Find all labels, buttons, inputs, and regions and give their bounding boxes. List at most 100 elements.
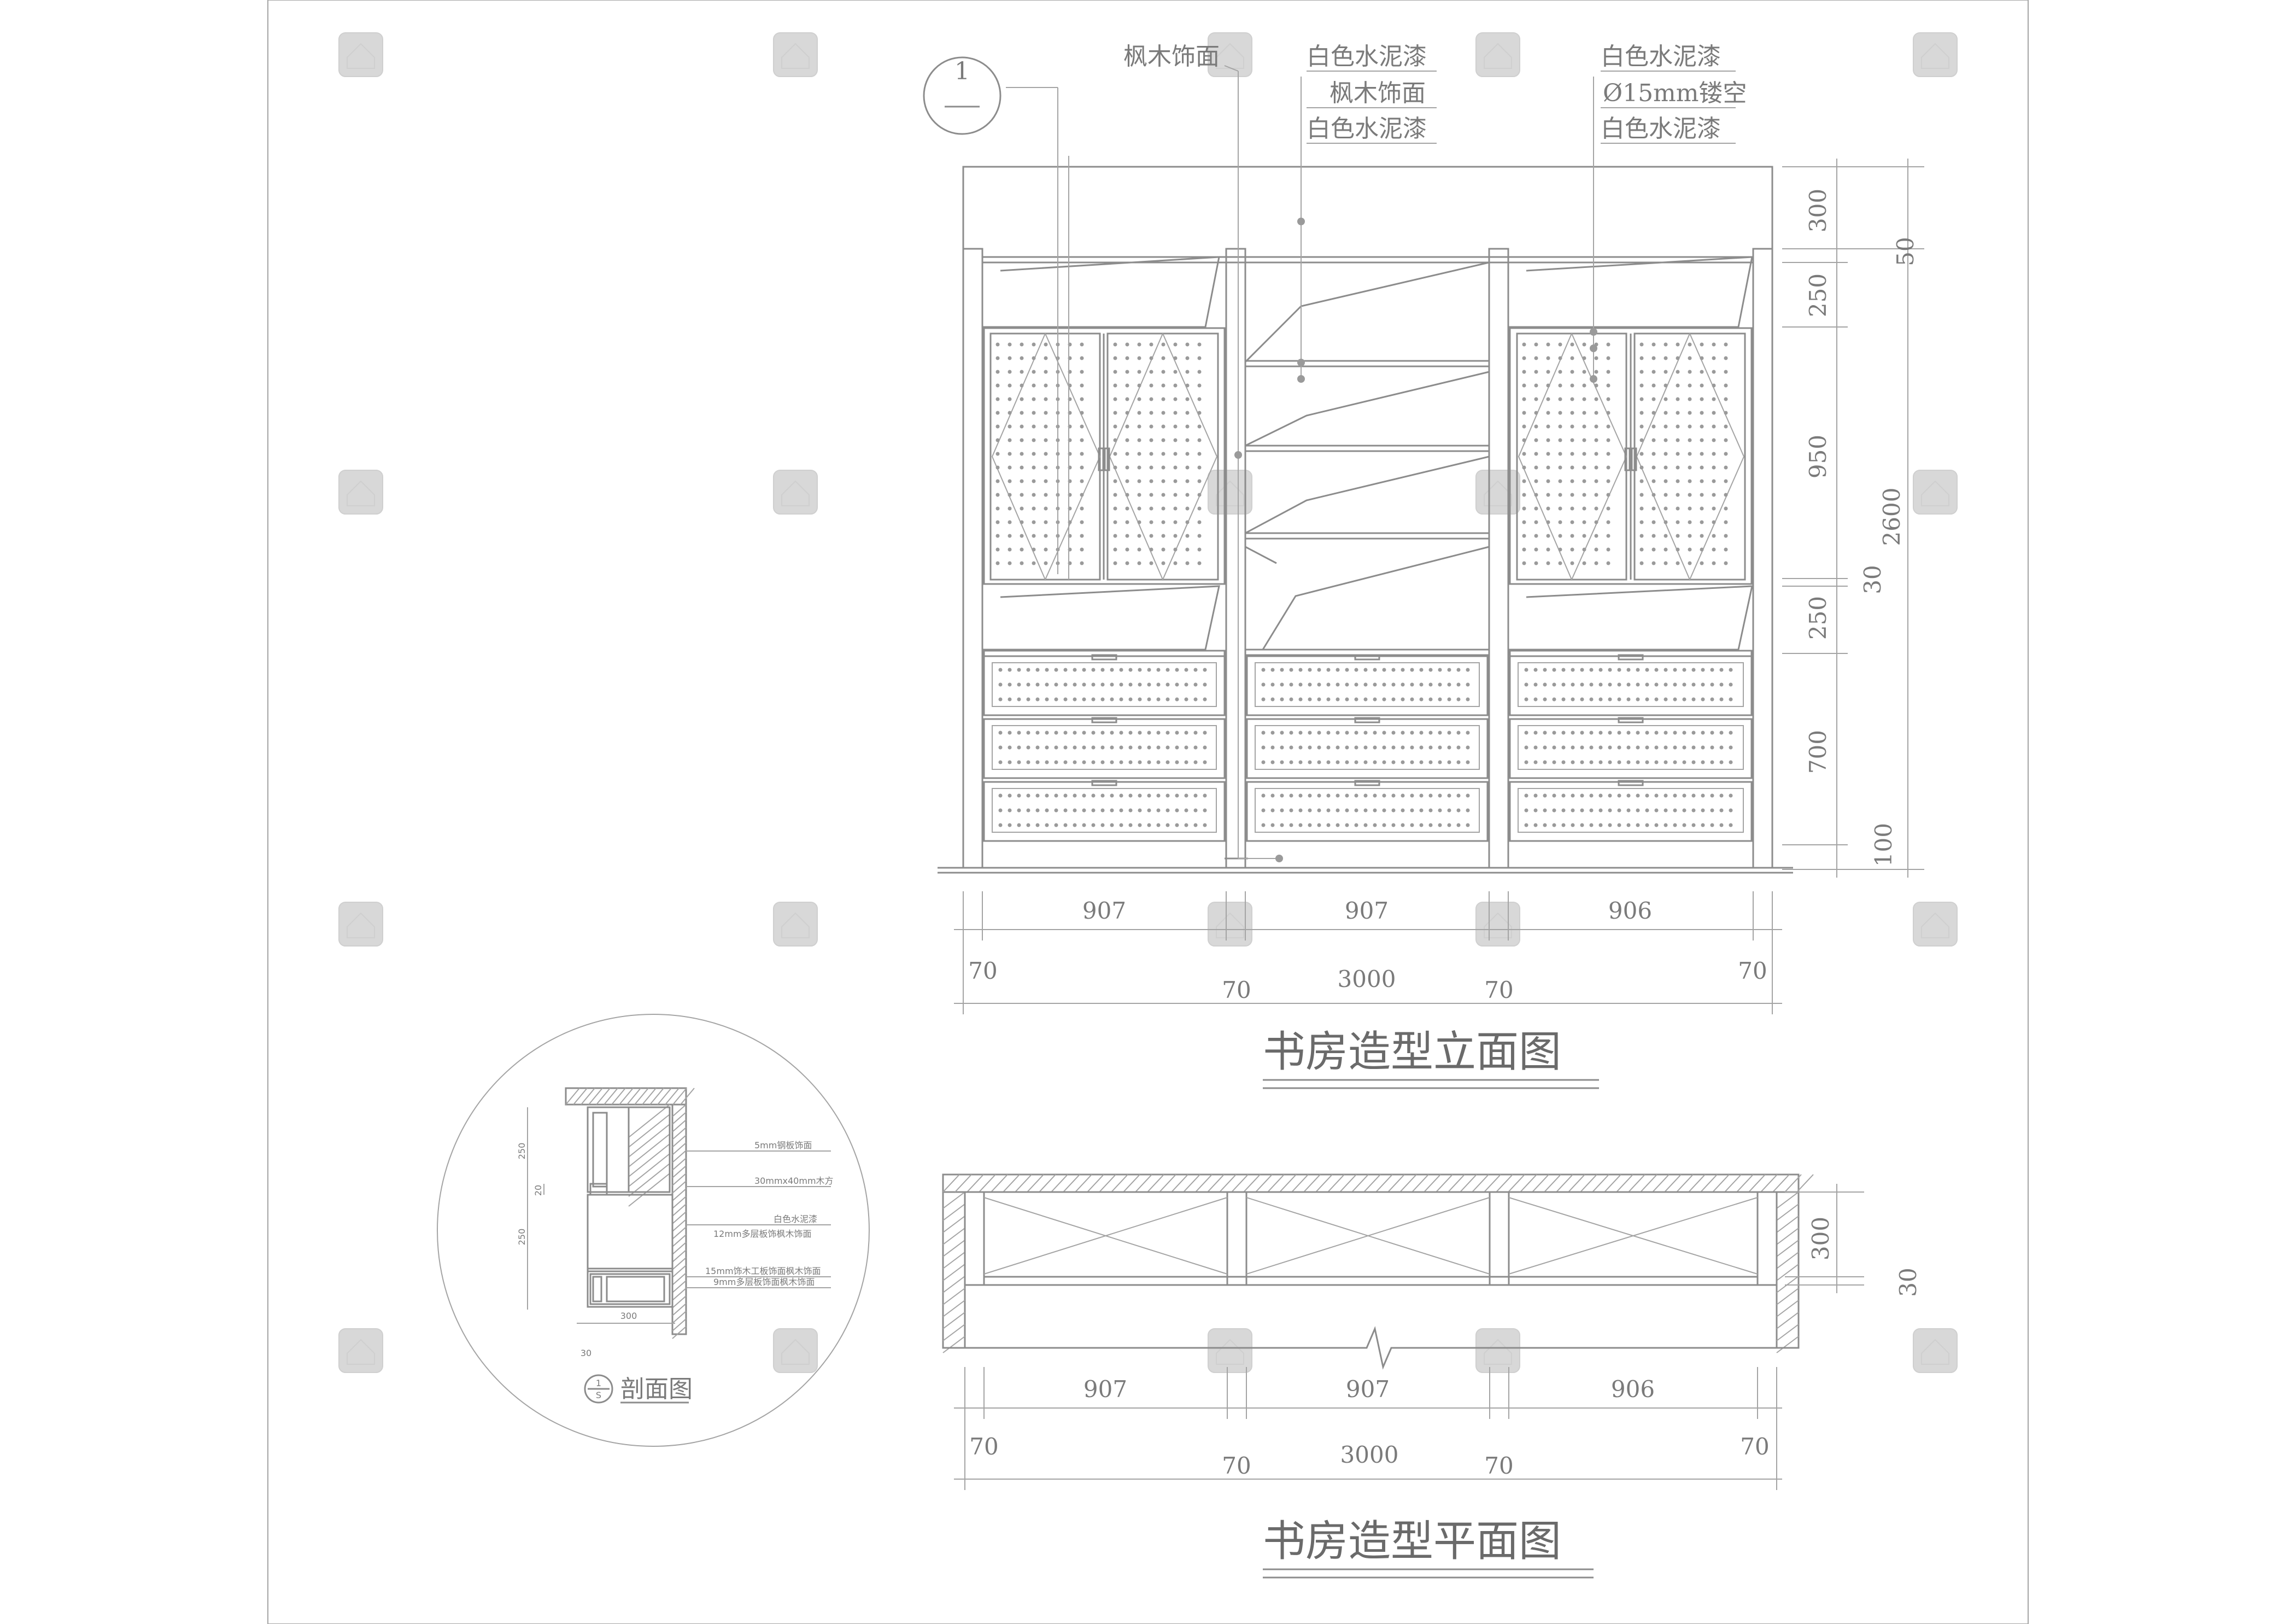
watermark-logo bbox=[338, 470, 383, 515]
drawer-panel bbox=[992, 788, 1217, 833]
drawer-panel bbox=[992, 725, 1217, 770]
hdim-70-a: 70 bbox=[968, 957, 997, 984]
plan-vdim-30: 30 bbox=[1895, 1267, 1922, 1296]
vdim-300: 300 bbox=[1805, 189, 1831, 232]
drawer-panel bbox=[1255, 788, 1480, 833]
section-hatch bbox=[565, 1088, 695, 1339]
section-dim-250-a: 250 bbox=[517, 1143, 527, 1160]
label-left-0: 枫木饰面 bbox=[1123, 43, 1220, 71]
watermark-logo bbox=[773, 902, 818, 947]
plan-hdim-907-b: 907 bbox=[1346, 1376, 1390, 1403]
drawer-front bbox=[1509, 718, 1753, 779]
label-right-0: 白色水泥漆 bbox=[1601, 43, 1721, 71]
watermark-logo bbox=[1208, 32, 1252, 77]
section-note-1: 30mmx40mm木方 bbox=[754, 1176, 834, 1186]
drawer-front bbox=[983, 718, 1226, 779]
drawer-handle bbox=[1091, 654, 1117, 661]
label-right-1: Ø15mm镂空 bbox=[1603, 79, 1747, 107]
watermark-logo bbox=[1913, 902, 1958, 947]
label-center-2: 白色水泥漆 bbox=[1307, 115, 1427, 143]
elevation-view: 1 枫木饰面 白色水泥漆 枫木饰面 白色水泥漆 白色水泥漆 Ø15mm镂空 白色… bbox=[923, 43, 1924, 1089]
vdim-2600: 2600 bbox=[1878, 488, 1905, 546]
drawer-panel bbox=[992, 662, 1217, 707]
watermark-logo bbox=[1208, 470, 1252, 515]
drawer-front bbox=[1509, 781, 1753, 842]
watermark-logo bbox=[773, 1328, 818, 1373]
plan-vdim-300: 300 bbox=[1807, 1217, 1834, 1260]
material-leaders bbox=[1006, 65, 1597, 862]
drawer-handle bbox=[1618, 780, 1644, 786]
section-dim-300: 300 bbox=[620, 1311, 637, 1321]
hdim-3000: 3000 bbox=[1338, 966, 1396, 992]
section-symbol-top: 1 bbox=[596, 1378, 601, 1388]
elevation-horizontal-dimensions: 907 907 906 70 70 3000 70 70 bbox=[954, 891, 1782, 1014]
right-upper-cabinet bbox=[1508, 256, 1753, 657]
watermark-logo bbox=[338, 1328, 383, 1373]
cabinet-posts bbox=[962, 248, 1773, 869]
vdim-700: 700 bbox=[1805, 730, 1831, 774]
label-center-0: 白色水泥漆 bbox=[1307, 43, 1427, 71]
watermark-logo bbox=[1475, 902, 1520, 947]
watermark-logo bbox=[1208, 902, 1252, 947]
section-note-2: 白色水泥漆 bbox=[774, 1214, 817, 1224]
watermark-logos bbox=[338, 32, 1958, 1373]
vdim-250-top: 250 bbox=[1805, 273, 1831, 317]
plan-hdim-70-c: 70 bbox=[1484, 1452, 1513, 1479]
section-detail-circle bbox=[437, 1014, 870, 1447]
section-note-4: 15mm饰木工板饰面枫木饰面 bbox=[705, 1266, 821, 1276]
drawer-handle bbox=[1354, 654, 1380, 661]
callout-number: 1 bbox=[954, 57, 970, 85]
left-upper-cabinet bbox=[982, 256, 1226, 657]
elevation-vertical-dimensions: 300 250 950 30 250 700 100 50 2600 bbox=[1782, 159, 1924, 878]
plan-hdim-3000: 3000 bbox=[1340, 1441, 1399, 1468]
center-open-shelves bbox=[1244, 261, 1490, 656]
perforation-dots bbox=[995, 342, 1733, 827]
section-dim-250-b: 250 bbox=[517, 1229, 527, 1246]
watermark-logo bbox=[1913, 1328, 1958, 1373]
drawer-handle bbox=[1091, 717, 1117, 723]
hdim-906: 906 bbox=[1608, 897, 1652, 924]
drawer-rows bbox=[983, 654, 1753, 842]
plan-wall-left bbox=[942, 1191, 966, 1349]
drawer-panel bbox=[1255, 662, 1480, 707]
watermark-logo bbox=[1913, 32, 1958, 77]
drawer-front bbox=[983, 655, 1226, 716]
watermark-logo bbox=[1208, 1328, 1252, 1373]
section-symbol-bottom: S bbox=[596, 1390, 601, 1400]
drawer-front bbox=[1246, 718, 1489, 779]
drawer-handle bbox=[1618, 717, 1644, 723]
plan-hdim-907-a: 907 bbox=[1083, 1376, 1127, 1403]
section-detail: 250 20 250 300 30 5mm钢板饰面 30mmx40mm木方 白色… bbox=[437, 1014, 870, 1447]
watermark-logo bbox=[338, 32, 383, 77]
sheet-border bbox=[267, 0, 2029, 1624]
drawer-front bbox=[1246, 655, 1489, 716]
vdim-950: 950 bbox=[1805, 435, 1831, 478]
label-center-1: 枫木饰面 bbox=[1329, 79, 1426, 107]
drawer-handle bbox=[1354, 717, 1380, 723]
drawer-panel bbox=[1518, 788, 1744, 833]
drawer-front bbox=[983, 781, 1226, 842]
plan-hdim-906: 906 bbox=[1611, 1376, 1655, 1403]
section-note-3: 12mm多层板饰枫木饰面 bbox=[713, 1229, 812, 1239]
hdim-70-d: 70 bbox=[1738, 957, 1767, 984]
drawer-handle bbox=[1618, 654, 1644, 661]
plan-wall-right bbox=[1776, 1191, 1800, 1349]
vdim-50: 50 bbox=[1892, 237, 1919, 266]
plan-hdim-70-a: 70 bbox=[969, 1433, 998, 1460]
vdim-30: 30 bbox=[1859, 565, 1886, 594]
drawer-front bbox=[1246, 781, 1489, 842]
plan-title: 书房造型平面图 bbox=[1263, 1517, 1561, 1566]
watermark-logo bbox=[773, 470, 818, 515]
watermark-logo bbox=[338, 902, 383, 947]
material-labels: 枫木饰面 白色水泥漆 枫木饰面 白色水泥漆 白色水泥漆 Ø15mm镂空 白色水泥… bbox=[1123, 43, 1747, 144]
section-note-5: 9mm多层板饰面枫木饰面 bbox=[713, 1277, 815, 1287]
plan-view: 300 30 907 907 906 70 70 3000 70 70 书房造型… bbox=[942, 1173, 1922, 1579]
plan-hdim-70-d: 70 bbox=[1740, 1433, 1769, 1460]
drawer-handle bbox=[1354, 780, 1380, 786]
plan-horizontal-dimensions: 907 907 906 70 70 3000 70 70 bbox=[954, 1367, 1782, 1490]
hdim-70-c: 70 bbox=[1484, 977, 1513, 1003]
watermark-logo bbox=[1913, 470, 1958, 515]
watermark-logo bbox=[1475, 32, 1520, 77]
label-right-2: 白色水泥漆 bbox=[1601, 115, 1721, 143]
